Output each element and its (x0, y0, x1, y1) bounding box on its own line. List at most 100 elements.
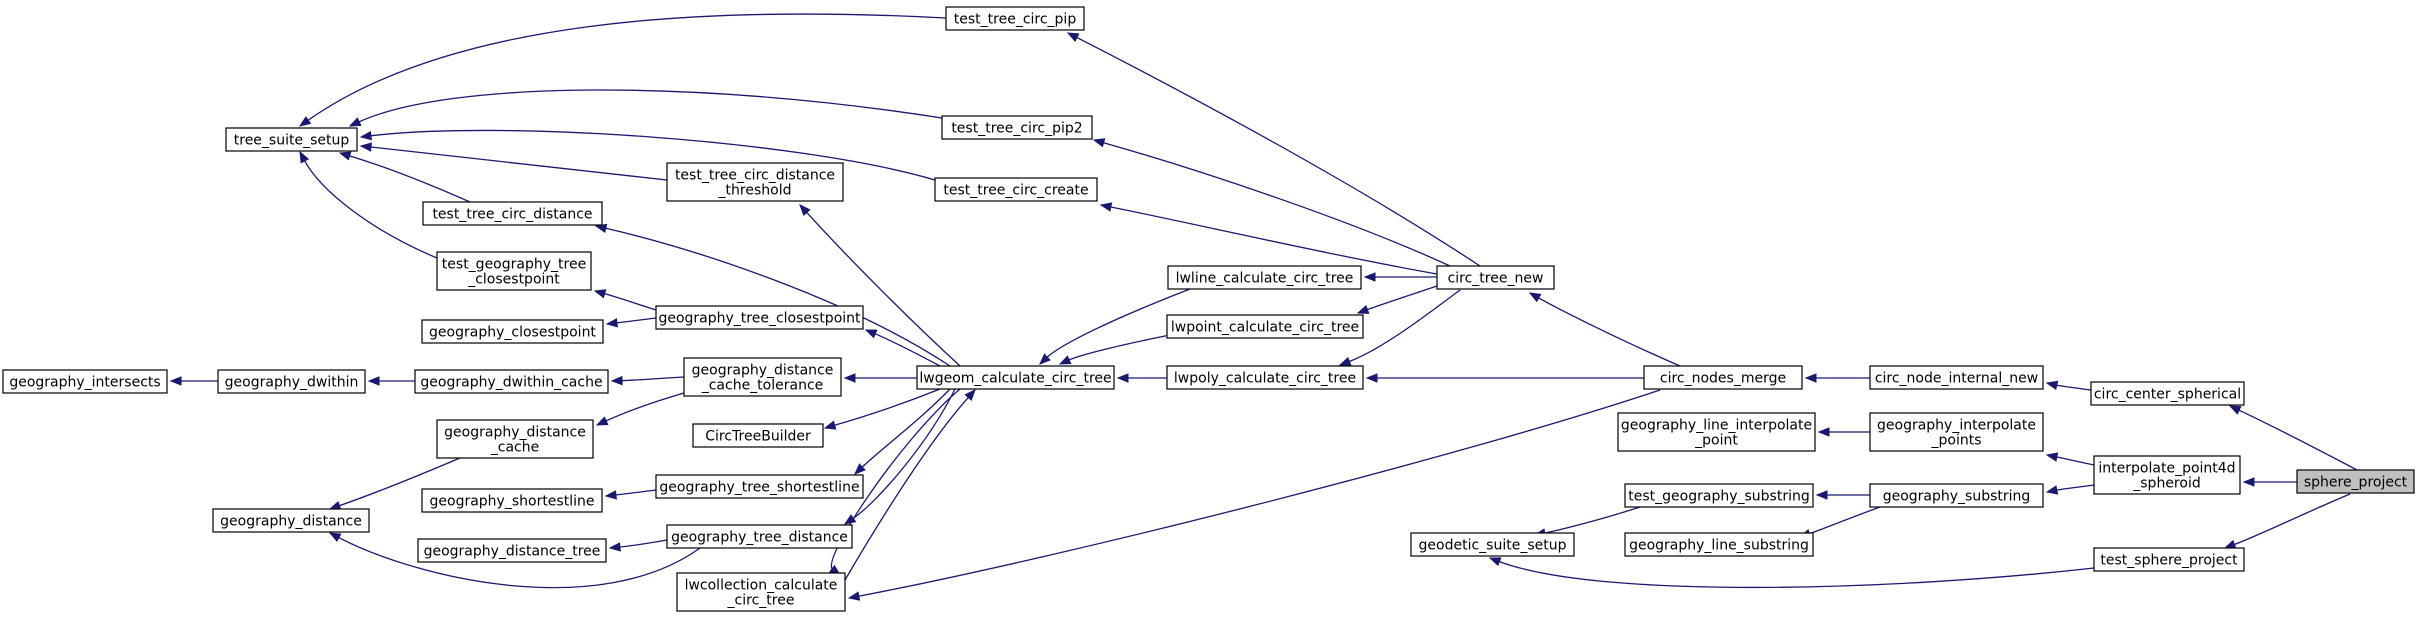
edge-layer (169, 13, 2358, 601)
node-geography_tree_distance[interactable]: geography_tree_distance (666, 524, 853, 549)
node-label: _circ_tree (727, 593, 795, 609)
node-box (916, 365, 1115, 390)
node-geography_closestpoint[interactable]: geography_closestpoint (421, 319, 604, 344)
node-lwpoly_calculate_circ_tree[interactable]: lwpoly_calculate_circ_tree (1166, 365, 1364, 390)
node-lwcollection_calculate_circ_tree[interactable]: lwcollection_calculate_circ_tree (676, 572, 846, 612)
node-box (421, 488, 603, 513)
edge-circ_tree_new-to-lwpoly_calculate_circ_tree (1338, 289, 1461, 366)
node-label: geography_line_substring (1629, 538, 1809, 554)
node-label: geography_shortestline (430, 494, 595, 510)
node-circ_node_internal_new[interactable]: circ_node_internal_new (1869, 365, 2044, 390)
node-test_sphere_project[interactable]: test_sphere_project (2093, 547, 2245, 572)
node-box (1624, 532, 1814, 557)
node-box (212, 508, 370, 533)
node-geography_distance_cache_tolerance[interactable]: geography_distance_cache_tolerance (683, 357, 842, 397)
node-circ_tree_new[interactable]: circ_tree_new (1436, 265, 1555, 290)
node-box (1410, 532, 1575, 557)
node-test_geography_tree_closestpoint[interactable]: test_geography_tree_closestpoint (436, 251, 592, 291)
node-label: geography_dwithin (225, 375, 359, 391)
node-label: test_geography_substring (1628, 489, 1809, 505)
node-test_tree_circ_distance_threshold[interactable]: test_tree_circ_distance_threshold (666, 162, 844, 202)
node-label: sphere_project (2304, 475, 2408, 491)
edge-test_tree_circ_distance_threshold-to-tree_suite_setup (359, 142, 668, 181)
node-geography_interpolate_points[interactable]: geography_interpolate_points (1869, 412, 2044, 452)
edge-lwgeom_calculate_circ_tree-to-test_tree_circ_distance (594, 223, 951, 367)
node-label: lwcollection_calculate (685, 578, 838, 594)
node-geodetic_suite_setup[interactable]: geodetic_suite_setup (1410, 532, 1575, 557)
edge-lwpoly_calculate_circ_tree-to-lwgeom_calculate_circ_tree (1116, 373, 1168, 383)
edge-circ_center_spherical-to-circ_node_internal_new (2045, 380, 2092, 391)
node-label: geography_tree_distance (671, 530, 848, 546)
edge-geography_dwithin-to-geography_intersects (169, 376, 218, 386)
node-tree_suite_setup[interactable]: tree_suite_setup (225, 127, 358, 152)
node-geography_tree_shortestline[interactable]: geography_tree_shortestline (655, 474, 864, 499)
node-box (1166, 365, 1364, 390)
node-geography_distance_cache[interactable]: geography_distance_cache (436, 419, 594, 459)
edge-circ_tree_new-to-test_tree_circ_pip (1066, 32, 1481, 267)
edge-geography_interpolate_points-to-geography_line_interpolate_point (1817, 427, 1871, 437)
edge-test_tree_circ_distance-to-tree_suite_setup (338, 151, 471, 203)
node-geography_shortestline[interactable]: geography_shortestline (421, 488, 603, 513)
node-label: test_tree_circ_pip (954, 12, 1077, 28)
edge-geography_tree_closestpoint-to-test_geography_tree_closestpoint (593, 289, 657, 311)
edge-lwcollection_calculate_circ_tree-to-lwgeom_calculate_circ_tree (844, 388, 976, 581)
node-label: geography_distance (444, 425, 586, 441)
node-geography_dwithin[interactable]: geography_dwithin (217, 369, 366, 394)
node-box (692, 423, 824, 448)
node-box (655, 305, 864, 330)
node-geography_intersects[interactable]: geography_intersects (2, 369, 168, 394)
node-test_tree_circ_pip2[interactable]: test_tree_circ_pip2 (941, 115, 1093, 140)
node-lwline_calculate_circ_tree[interactable]: lwline_calculate_circ_tree (1167, 265, 1362, 290)
node-test_tree_circ_pip[interactable]: test_tree_circ_pip (945, 6, 1085, 31)
node-label: _cache (490, 440, 539, 456)
node-sphere_project[interactable]: sphere_project (2296, 469, 2415, 494)
node-box (421, 319, 604, 344)
node-geography_line_interpolate_point[interactable]: geography_line_interpolate_point (1617, 412, 1816, 452)
node-box (2, 369, 168, 394)
edge-geography_tree_closestpoint-to-geography_closestpoint (605, 317, 657, 328)
node-circ_center_spherical[interactable]: circ_center_spherical (2090, 381, 2245, 406)
node-lwpoint_calculate_circ_tree[interactable]: lwpoint_calculate_circ_tree (1166, 314, 1364, 339)
node-label: geography_distance (220, 514, 362, 530)
node-box (666, 524, 853, 549)
node-box (436, 251, 592, 291)
node-box (422, 201, 603, 226)
node-circ_nodes_merge[interactable]: circ_nodes_merge (1643, 365, 1803, 390)
node-box (683, 357, 842, 397)
node-geography_tree_closestpoint[interactable]: geography_tree_closestpoint (655, 305, 864, 330)
node-box (225, 127, 358, 152)
node-box (2093, 455, 2241, 495)
node-label: lwpoly_calculate_circ_tree (1174, 371, 1356, 387)
node-label: geography_tree_shortestline (659, 480, 859, 496)
node-label: circ_tree_new (1448, 271, 1544, 287)
node-test_tree_circ_create[interactable]: test_tree_circ_create (934, 177, 1098, 202)
node-CircTreeBuilder[interactable]: CircTreeBuilder (692, 423, 824, 448)
edge-test_sphere_project-to-geodetic_suite_setup (1488, 557, 2095, 589)
node-geography_distance[interactable]: geography_distance (212, 508, 370, 533)
node-lwgeom_calculate_circ_tree[interactable]: lwgeom_calculate_circ_tree (916, 365, 1115, 390)
node-box (1643, 365, 1803, 390)
node-label: geodetic_suite_setup (1419, 538, 1567, 554)
node-box (217, 369, 366, 394)
edge-interpolate_point4d_spheroid-to-geography_interpolate_points (2045, 452, 2095, 466)
edge-circ_nodes_merge-to-lwcollection_calculate_circ_tree (847, 389, 1661, 601)
node-test_tree_circ_distance[interactable]: test_tree_circ_distance (422, 201, 603, 226)
node-interpolate_point4d_spheroid[interactable]: interpolate_point4d_spheroid (2093, 455, 2241, 495)
node-label: _points (1931, 433, 1982, 449)
node-box (941, 115, 1093, 140)
edge-test_geography_tree_closestpoint-to-tree_suite_setup (299, 150, 438, 259)
node-geography_dwithin_cache[interactable]: geography_dwithin_cache (414, 369, 609, 394)
edge-circ_tree_new-to-lwpoint_calculate_circ_tree (1356, 284, 1441, 314)
edge-geography_tree_distance-to-geography_distance (328, 532, 701, 589)
node-geography_distance_tree[interactable]: geography_distance_tree (417, 538, 607, 563)
edge-circ_node_internal_new-to-circ_nodes_merge (1804, 373, 1871, 383)
node-geography_substring[interactable]: geography_substring (1869, 483, 2044, 508)
node-test_geography_substring[interactable]: test_geography_substring (1624, 483, 1814, 508)
edge-interpolate_point4d_spheroid-to-geography_substring (2045, 484, 2095, 495)
edge-lwpoint_calculate_circ_tree-to-lwgeom_calculate_circ_tree (1058, 334, 1171, 365)
node-box (1617, 412, 1816, 452)
node-label: geography_interpolate (1877, 418, 2036, 434)
node-geography_line_substring[interactable]: geography_line_substring (1624, 532, 1814, 557)
node-label: geography_intersects (9, 375, 160, 391)
